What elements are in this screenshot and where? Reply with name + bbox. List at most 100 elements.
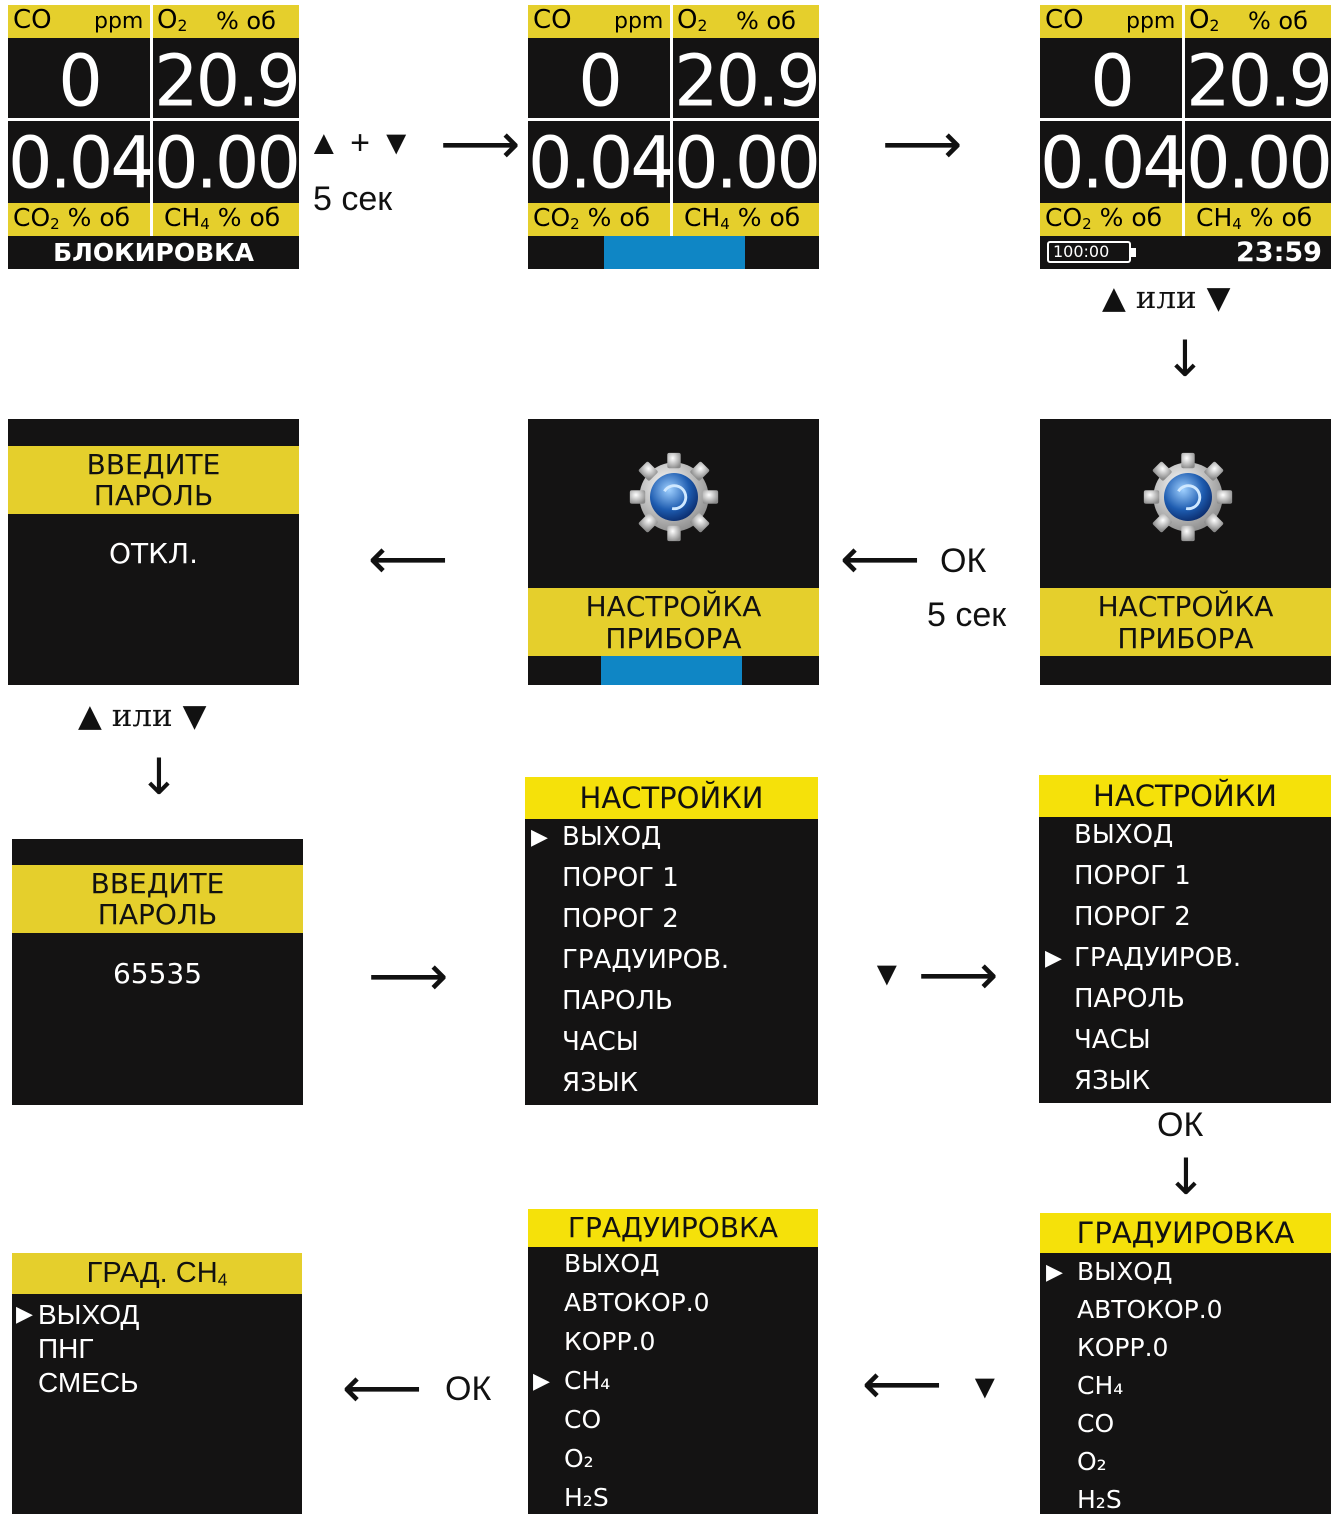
ch4-label: CH4 % об — [1196, 203, 1313, 233]
ok-five-sec-label: 5 сек — [927, 596, 1007, 634]
down-key-label-1: ▼ — [870, 955, 904, 993]
gas-screen-locked: CO ppm O2 % об 0 20.9 0.04 0.00 CO2 % об… — [8, 5, 299, 269]
pointer-icon: ▶ — [1046, 1260, 1063, 1285]
menu-item-calibration[interactable]: ГРАДУИРОВ. — [562, 945, 730, 975]
password-screen-off: ВВЕДИТЕ ПАРОЛЬ ОТКЛ. — [8, 419, 299, 685]
menu-item-co[interactable]: CO — [1077, 1409, 1115, 1438]
password-value: 65535 — [112, 957, 203, 990]
menu-item-exit[interactable]: ВЫХОД — [1077, 1257, 1173, 1286]
calibration-menu-title: ГРАДУИРОВКА — [1076, 1216, 1295, 1250]
down-key-label-2: ▼ — [968, 1368, 1002, 1406]
co2-value: 0.04 — [8, 121, 155, 205]
right-arrow-icon: ⟶ — [368, 944, 449, 1009]
menu-item-exit[interactable]: ВЫХОД — [564, 1249, 660, 1278]
progress-bar — [601, 656, 742, 685]
right-arrow-icon: ⟶ — [918, 943, 999, 1008]
progress-bar — [604, 236, 745, 269]
pointer-icon: ▶ — [1045, 946, 1062, 971]
settings-title-line2: ПРИБОРА — [605, 622, 742, 655]
menu-item-ch4[interactable]: CH₄ — [1077, 1371, 1124, 1400]
ch4-label: CH4 % об — [684, 203, 801, 233]
o2-unit: % об — [1248, 7, 1308, 35]
menu-item-png[interactable]: ПНГ — [38, 1333, 94, 1364]
menu-item-h2s[interactable]: H₂S — [1077, 1485, 1122, 1514]
menu-item-exit[interactable]: ВЫХОД — [562, 822, 662, 852]
co2-value: 0.04 — [1040, 121, 1187, 205]
menu-item-corr-zero[interactable]: КОРР.0 — [564, 1327, 656, 1356]
lock-status: БЛОКИРОВКА — [53, 238, 254, 267]
menu-item-autocorr-zero[interactable]: АВТОКОР.0 — [1077, 1295, 1223, 1324]
gear-icon — [629, 452, 719, 542]
menu-item-ch4[interactable]: CH₄ — [564, 1366, 611, 1395]
co2-label: CO2 % об — [533, 203, 651, 233]
menu-item-threshold-1[interactable]: ПОРОГ 1 — [1074, 861, 1191, 891]
o2-unit: % об — [736, 7, 796, 35]
menu-item-threshold-2[interactable]: ПОРОГ 2 — [1074, 902, 1191, 932]
ch4-menu-title: ГРАД. CH4 — [86, 1257, 228, 1290]
o2-value: 20.9 — [154, 39, 299, 123]
menu-item-clock[interactable]: ЧАСЫ — [562, 1027, 639, 1057]
pointer-icon: ▶ — [533, 1369, 550, 1394]
right-arrow-icon: ⟶ — [440, 112, 521, 177]
keys-combo-label: ▲ + ▼ — [307, 124, 414, 162]
ch4-value: 0.00 — [154, 121, 299, 205]
settings-title-line1: НАСТРОЙКА — [1097, 590, 1274, 623]
settings-menu-title: НАСТРОЙКИ — [579, 781, 764, 815]
o2-unit: % об — [216, 7, 276, 35]
menu-item-clock[interactable]: ЧАСЫ — [1074, 1025, 1151, 1055]
menu-item-h2s[interactable]: H₂S — [564, 1483, 609, 1512]
pointer-icon: ▶ — [16, 1302, 33, 1327]
down-arrow-icon: ↓ — [1165, 1148, 1207, 1206]
down-arrow-icon: ↓ — [138, 748, 180, 806]
co2-label: CO2 % об — [1045, 203, 1163, 233]
ch4-label: CH4 % об — [164, 203, 281, 233]
up-or-down-label-1: ▲ или ▼ — [1102, 280, 1231, 316]
settings-menu-exit-selected: НАСТРОЙКИ ▶ ВЫХОД ПОРОГ 1 ПОРОГ 2 ГРАДУИ… — [525, 777, 818, 1105]
co2-label: CO2 % об — [13, 203, 131, 233]
menu-item-co[interactable]: CO — [564, 1405, 602, 1434]
battery-text: 100:00 — [1053, 242, 1110, 261]
left-arrow-icon: ⟵ — [368, 527, 449, 592]
co-value: 0 — [1090, 39, 1135, 123]
right-arrow-icon: ⟶ — [882, 112, 963, 177]
menu-item-exit[interactable]: ВЫХОД — [38, 1299, 140, 1330]
menu-item-threshold-2[interactable]: ПОРОГ 2 — [562, 904, 679, 934]
menu-item-language[interactable]: ЯЗЫК — [562, 1068, 639, 1098]
device-settings: НАСТРОЙКА ПРИБОРА — [1040, 419, 1331, 685]
menu-item-mixture[interactable]: СМЕСЬ — [38, 1367, 139, 1398]
gas-screen-progress: CO ppm O2 % об 0 20.9 0.04 0.00 CO2 % об… — [528, 5, 819, 269]
left-arrow-icon: ⟵ — [862, 1352, 943, 1417]
calibration-menu-exit-selected: ГРАДУИРОВКА ▶ ВЫХОД АВТОКОР.0 КОРР.0 CH₄… — [1040, 1213, 1331, 1514]
down-arrow-icon: ↓ — [1164, 330, 1206, 388]
menu-item-autocorr-zero[interactable]: АВТОКОР.0 — [564, 1288, 710, 1317]
co-value: 0 — [578, 39, 623, 123]
left-arrow-icon: ⟵ — [342, 1356, 423, 1421]
password-title-line1: ВВЕДИТЕ — [86, 448, 221, 481]
co-unit: ppm — [94, 9, 144, 34]
menu-item-corr-zero[interactable]: КОРР.0 — [1077, 1333, 1169, 1362]
menu-item-password[interactable]: ПАРОЛЬ — [1074, 984, 1185, 1014]
o2-value: 20.9 — [674, 39, 819, 123]
ok-label-3: ОК — [445, 1370, 492, 1408]
pointer-icon: ▶ — [531, 825, 548, 850]
left-arrow-icon: ⟵ — [840, 527, 921, 592]
menu-item-calibration[interactable]: ГРАДУИРОВ. — [1074, 943, 1242, 973]
password-title-line2: ПАРОЛЬ — [93, 479, 214, 512]
five-sec-label: 5 сек — [313, 180, 393, 218]
gear-icon — [1143, 452, 1233, 542]
menu-item-password[interactable]: ПАРОЛЬ — [562, 986, 673, 1016]
ch4-calibration-menu: ГРАД. CH4 ▶ ВЫХОД ПНГ СМЕСЬ — [12, 1253, 302, 1514]
ok-label-1: ОК — [940, 542, 987, 580]
calibration-menu-ch4-selected: ГРАДУИРОВКА ВЫХОД АВТОКОР.0 КОРР.0 ▶ CH₄… — [528, 1209, 818, 1514]
calibration-menu-title: ГРАДУИРОВКА — [567, 1211, 779, 1244]
up-or-down-label-2: ▲ или ▼ — [78, 698, 207, 734]
menu-item-language[interactable]: ЯЗЫК — [1074, 1066, 1151, 1096]
menu-item-exit[interactable]: ВЫХОД — [1074, 820, 1174, 850]
password-screen-code: ВВЕДИТЕ ПАРОЛЬ 65535 — [12, 839, 303, 1105]
co-label: CO — [533, 5, 572, 35]
o2-label: O2 — [1189, 5, 1220, 36]
menu-item-o2[interactable]: O₂ — [1077, 1447, 1107, 1476]
settings-menu-calibration-selected: НАСТРОЙКИ ВЫХОД ПОРОГ 1 ПОРОГ 2 ▶ ГРАДУИ… — [1039, 775, 1331, 1103]
menu-item-threshold-1[interactable]: ПОРОГ 1 — [562, 863, 679, 893]
menu-item-o2[interactable]: O₂ — [564, 1444, 594, 1473]
